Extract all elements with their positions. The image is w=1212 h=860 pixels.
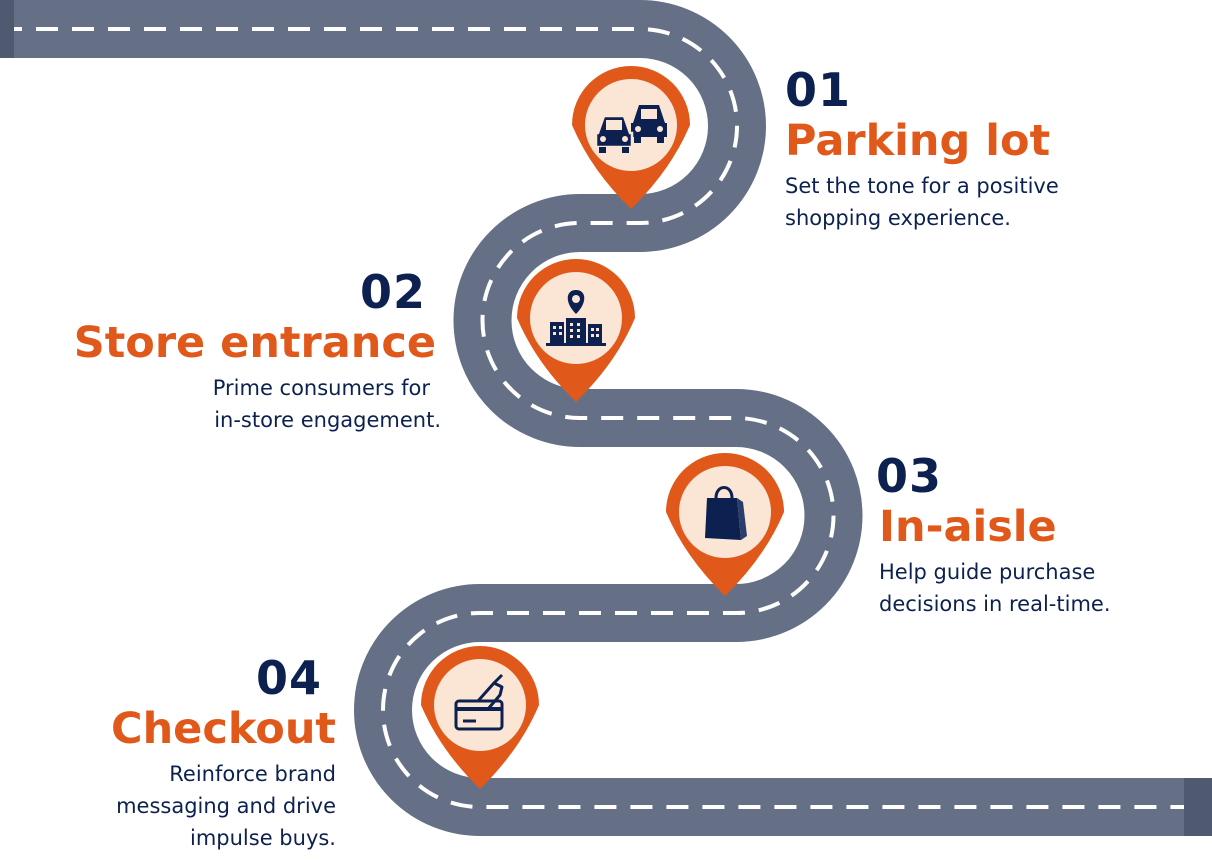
store-location-icon [546,290,606,346]
step-1-pin [572,66,690,209]
step-4-number: 04 [255,651,322,705]
step-3-description-line: Help guide purchase [879,560,1096,584]
road-start-cap [0,0,14,58]
step-3-description-line: decisions in real-time. [879,592,1111,616]
card-payment-icon [454,673,504,731]
step-1-description: Set the tone for a positive shopping exp… [785,170,1059,234]
step-2-title: Store entrance [73,318,436,368]
step-3-pin [666,453,784,596]
step-2-pin [517,259,635,402]
step-3-number: 03 [876,449,943,503]
step-4-pin [421,646,539,789]
step-2-text: 02 Store entrance Prime consumers for in… [73,265,441,436]
step-4-text: 04 Checkout Reinforce brand messaging an… [111,652,336,854]
step-3-text: 03 In-aisle Help guide purchase decision… [876,450,1111,620]
step-3-title: In-aisle [879,502,1057,552]
step-1-number: 01 [785,63,852,117]
step-2-description-line: Prime consumers for [212,376,430,400]
step-4-description-line: Reinforce brand [169,762,336,786]
step-3-description: Help guide purchase decisions in real-ti… [879,556,1111,620]
step-2-number: 02 [359,265,426,319]
step-4-description-line: impulse buys. [190,826,336,850]
shopping-bag-icon [705,486,747,540]
step-1-title: Parking lot [785,116,1051,166]
step-4-description-line: messaging and drive [116,794,336,818]
step-2-description: Prime consumers for in-store engagement. [74,372,441,436]
step-4-description: Reinforce brand messaging and drive impu… [111,758,336,854]
step-2-description-line: in-store engagement. [214,408,441,432]
road-end-cap [1184,778,1212,836]
step-1-text: 01 Parking lot Set the tone for a positi… [785,64,1059,234]
step-1-description-line: Set the tone for a positive [785,174,1059,198]
step-1-description-line: shopping experience. [785,206,1011,230]
step-4-title: Checkout [111,704,336,754]
cars-icon [594,105,667,153]
road-lane-dashes [0,27,1212,809]
